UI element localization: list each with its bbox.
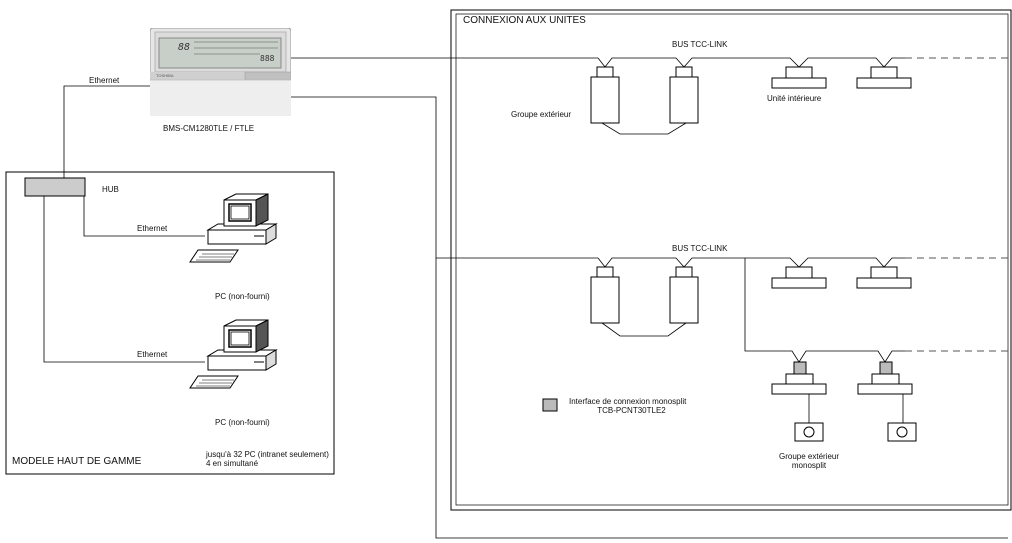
monosplit-indoor-1 [771, 383, 827, 395]
interface-legend-swatch [542, 398, 558, 412]
ethernet-line-pc2 [43, 196, 205, 363]
pc-1-label: PC (non-fourni) [215, 292, 270, 301]
indoor-unit-top-1 [771, 66, 827, 89]
pc-2-label: PC (non-fourni) [215, 418, 270, 427]
controller-icon [149, 27, 292, 117]
controller-device: 88 888 TOSHIBA [149, 27, 292, 117]
outdoor-unit-mid-2 [669, 266, 699, 324]
interface-label-line2: TCB-PCNT30TLE2 [597, 406, 666, 415]
ethernet-line-controller-hub [63, 85, 150, 178]
outdoor-unit-mid-1 [590, 266, 620, 324]
bus-line-lower [435, 258, 1008, 539]
indoor-unit-label: Unité intérieure [767, 94, 822, 103]
indoor-unit-mid-2 [856, 266, 912, 289]
outdoor-group-label: Groupe extérieur [511, 110, 572, 119]
capacity-note-line2: 4 en simultané [206, 459, 259, 468]
ethernet-label-top: Ethernet [89, 76, 120, 85]
bus-label-mid: BUS TCC-LINK [672, 244, 728, 253]
bus-mid [597, 257, 905, 268]
left-panel-frame [5, 171, 335, 475]
indoor-unit-mid-1 [771, 266, 827, 289]
pc-1-icon [189, 193, 277, 263]
left-panel-title: MODELE HAUT DE GAMME [12, 456, 142, 467]
ethernet-label-pc1: Ethernet [137, 224, 168, 233]
bus-branch-monosplit [744, 258, 905, 363]
bus-label-top: BUS TCC-LINK [672, 40, 728, 49]
interface-label-line1: Interface de connexion monosplit [569, 397, 687, 406]
hub [24, 177, 86, 197]
bus-top [597, 57, 905, 68]
pc-2-icon [189, 319, 277, 389]
refrigerant-line-mid [601, 322, 687, 337]
monosplit-label-line2: monosplit [791, 461, 827, 470]
interface-box-1 [793, 361, 807, 375]
outdoor-unit-top-1 [590, 66, 620, 124]
ethernet-line-pc1 [83, 196, 205, 237]
controller-name: BMS-CM1280TLE / FTLE [163, 124, 255, 133]
refrigerant-line-top [601, 122, 687, 135]
interface-box-2 [879, 361, 893, 375]
outdoor-unit-top-2 [669, 66, 699, 124]
right-panel-title: CONNEXION AUX UNITES [463, 15, 586, 26]
monosplit-label-line1: Groupe extérieur [778, 452, 840, 461]
bus-line-return [291, 96, 437, 258]
ethernet-label-pc2: Ethernet [137, 350, 168, 359]
indoor-unit-top-2 [856, 66, 912, 89]
hub-label: HUB [102, 185, 119, 194]
right-panel-inner-frame [455, 13, 1009, 506]
controller-brand: TOSHIBA [156, 73, 174, 78]
monosplit-indoor-2 [857, 383, 913, 395]
controller-digits-left: 88 [178, 42, 191, 53]
capacity-note-line1: jusqu'à 32 PC (intranet seulement) [206, 450, 329, 459]
controller-digits-right: 888 [260, 54, 275, 63]
right-panel-frame [450, 9, 1012, 511]
